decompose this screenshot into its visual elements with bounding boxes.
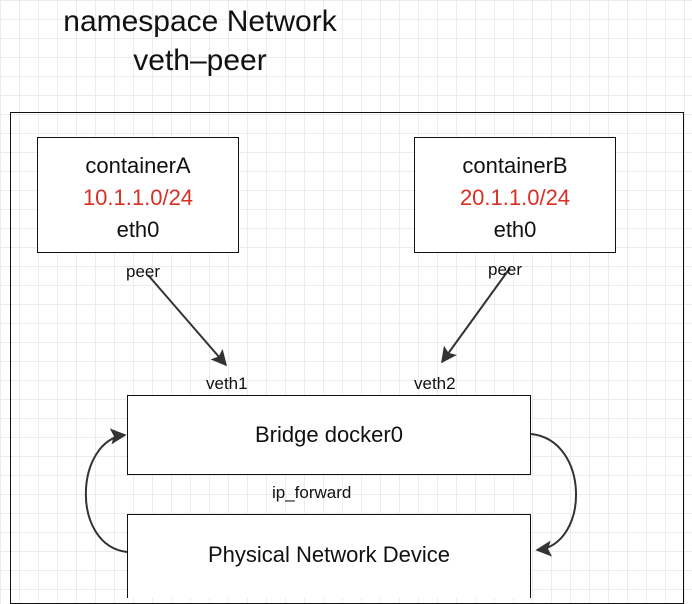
ip-forward-arrow-left: [84, 428, 128, 553]
physical-device-label: Physical Network Device: [207, 542, 451, 567]
container-b-name: containerB: [462, 153, 568, 178]
container-a-ip: 10.1.1.0/24: [82, 185, 194, 210]
peer-link-a: [147, 274, 228, 367]
veth1-label: veth1: [206, 374, 248, 393]
diagram-title: namespace Network: [63, 5, 337, 38]
ip-forward-arrow-right: [530, 433, 577, 557]
container-a-box: containerA 10.1.1.0/24 eth0: [37, 137, 239, 253]
bridge-label: Bridge docker0: [255, 422, 403, 447]
container-a-iface: eth0: [116, 217, 160, 242]
ip-forward-label: ip_forward: [272, 483, 352, 502]
peer-label-a: peer: [126, 262, 161, 281]
container-a-name: containerA: [85, 153, 191, 178]
container-b-iface: eth0: [493, 217, 537, 242]
bridge-box: Bridge docker0: [127, 395, 531, 475]
veth2-label: veth2: [414, 374, 456, 393]
peer-label-b: peer: [488, 260, 523, 279]
diagram-subtitle: veth–peer: [133, 44, 267, 77]
physical-device-box: Physical Network Device: [127, 514, 531, 598]
peer-link-b: [441, 267, 511, 364]
container-b-ip: 20.1.1.0/24: [459, 185, 571, 210]
container-b-box: containerB 20.1.1.0/24 eth0: [414, 137, 616, 253]
